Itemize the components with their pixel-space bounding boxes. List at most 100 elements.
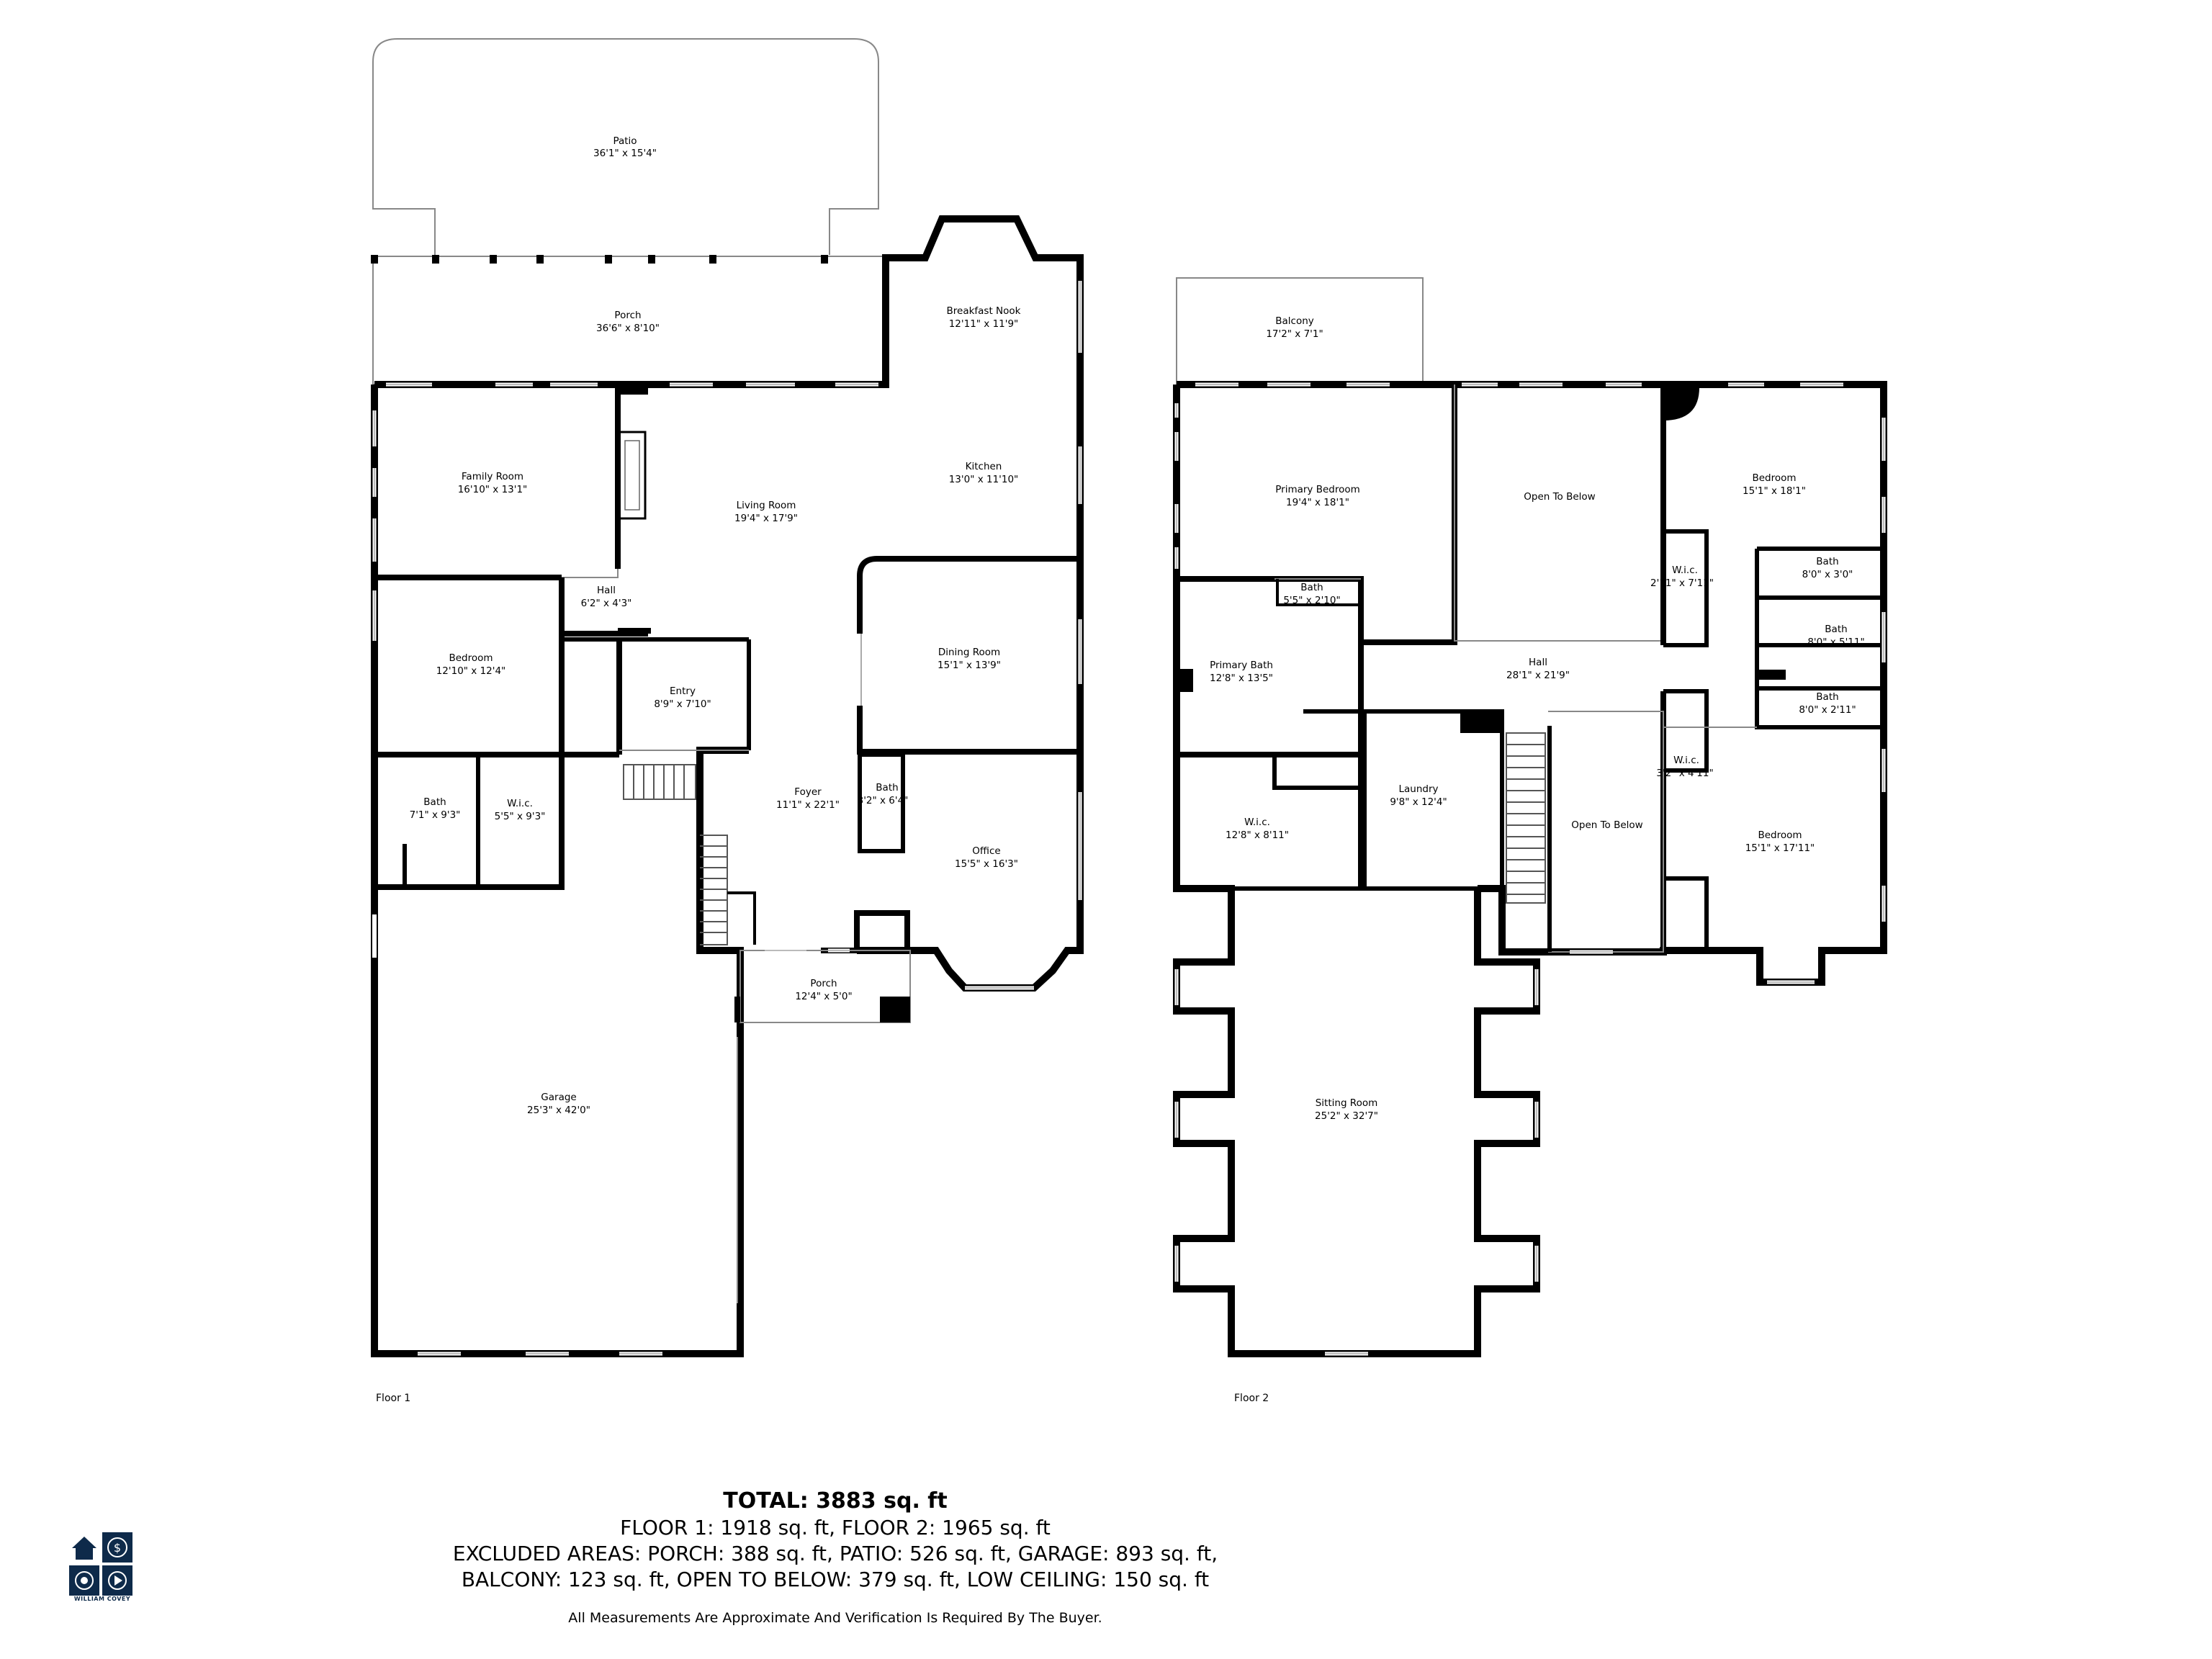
excluded-areas-2: BALCONY: 123 sq. ft, OPEN TO BELOW: 379 … [461,1568,1210,1591]
room-name: Laundry [1398,783,1438,795]
porch-posts [371,255,828,264]
floor2-plan [1173,277,1887,1357]
room-dim: 12'4" x 5'0" [795,991,852,1002]
room-name: Kitchen [966,461,1002,472]
total-area: TOTAL: 3883 sq. ft [723,1488,948,1514]
room-name: Open To Below [1524,491,1595,503]
room-dim: 12'8" x 13'5" [1210,673,1273,684]
room-dim: 3'2" x 6'4" [858,795,909,806]
wall-dining [857,556,1080,755]
house-icon [69,1532,99,1563]
play-icon [102,1565,132,1596]
floor2-label: Floor 2 [1234,1393,1269,1404]
wall-bedroom2 [1663,529,1709,647]
room-labels: Patio 36'1" x 15'4" Porch 36'6" x 8'10" … [376,135,1865,1404]
fireplace [618,431,647,520]
room-dim: 8'0" x 5'11" [1807,637,1864,648]
room-dim: 15'5" x 16'3" [955,858,1018,870]
room-dim: 5'5" x 2'10" [1283,595,1340,606]
room-dim: 36'1" x 15'4" [593,148,657,159]
room-name: W.i.c. [1244,817,1270,828]
room-name: Sitting Room [1316,1097,1378,1109]
room-dim: 15'1" x 17'11" [1745,842,1815,854]
stairs-floor1 [623,764,756,945]
room-name: Bedroom [449,652,493,664]
room-name: Bath [1816,691,1838,703]
room-name: Foyer [794,786,822,798]
room-name: Hall [1529,657,1547,668]
room-dim: 12'11" x 11'9" [949,318,1019,330]
room-dim: 17'2" x 7'1" [1266,328,1323,340]
floor1-exterior-top [374,215,1084,992]
disclaimer: All Measurements Are Approximate And Ver… [568,1610,1102,1626]
room-dim: 15'1" x 13'9" [938,660,1001,671]
area-summary: TOTAL: 3883 sq. ft FLOOR 1: 1918 sq. ft,… [0,1488,1671,1626]
room-name: Hall [597,585,616,596]
room-name: Open To Below [1571,819,1642,831]
room-name: Office [972,845,1000,857]
room-name: Primary Bedroom [1275,484,1360,495]
stairs-floor2 [1506,732,1546,904]
room-dim: 19'4" x 18'1" [1286,497,1349,508]
room-name: Bedroom [1758,830,1802,841]
room-name: Porch [810,978,837,989]
room-name: Living Room [737,500,796,511]
room-name: Bath [423,796,446,808]
floor2-left [1173,385,1540,1357]
logo-caption: WILLIAM COVEY [73,1596,131,1602]
wall-hall-top [562,569,619,578]
room-name: Bath [1300,582,1323,593]
room-dim: 6'2" x 4'3" [581,598,632,609]
room-dim: 25'3" x 42'0" [527,1105,590,1116]
svg-text:$: $ [114,1541,121,1555]
room-name: Bath [1825,624,1847,635]
room-dim: 8'9" x 7'10" [654,698,711,710]
room-name: Garage [541,1092,576,1103]
room-dim: 12'10" x 12'4" [436,665,506,677]
room-dim: 19'4" x 17'9" [734,513,798,524]
room-name: Bedroom [1752,472,1796,484]
target-icon [69,1565,99,1596]
front-porch-outline [739,950,911,1023]
room-name: Breakfast Nook [947,305,1021,317]
room-name: W.i.c. [1673,755,1699,766]
room-dim: 11'1" x 22'1" [776,799,840,811]
patio-outline [372,38,879,255]
room-name: Bath [1816,556,1838,567]
floor-areas: FLOOR 1: 1918 sq. ft, FLOOR 2: 1965 sq. … [620,1516,1051,1539]
floor2-windows [1174,382,1886,1356]
room-dim: 13'0" x 11'10" [949,474,1019,485]
room-dim: 5'5" x 9'3" [495,811,546,822]
room-name: Bath [876,782,898,793]
room-dim: 2'11" x 7'11" [1650,577,1714,589]
room-dim: 36'6" x 8'10" [596,323,660,334]
floor1-front [700,910,910,953]
room-name: Entry [670,685,696,697]
room-dim: 28'1" x 21'9" [1506,670,1570,681]
wall-primary-bedroom [1364,385,1457,645]
room-dim: 8'0" x 2'11" [1799,704,1856,716]
balcony-outline [1176,277,1424,385]
room-dim: 12'8" x 8'11" [1226,830,1289,841]
dollar-icon: $ [102,1532,132,1563]
company-logo: $ WILLIAM COVEY [69,1532,135,1604]
room-dim: 7'1" x 9'3" [410,809,461,821]
room-dim: 9'8" x 12'4" [1390,796,1447,808]
floor1-plan [371,38,1084,1357]
room-name: Porch [614,310,641,321]
room-dim: 25'2" x 32'7" [1315,1110,1378,1122]
room-name: Family Room [462,471,523,482]
room-name: Dining Room [938,647,1000,658]
bedroom2-corner [1663,387,1699,421]
room-name: W.i.c. [1672,565,1698,576]
excluded-areas-1: EXCLUDED AREAS: PORCH: 388 sq. ft, PATIO… [452,1542,1218,1565]
room-dim: 16'10" x 13'1" [458,484,528,495]
room-name: Balcony [1275,315,1314,327]
room-name: Patio [613,135,637,147]
room-dim: 15'1" x 18'1" [1743,485,1806,497]
room-dim: 8'0" x 3'0" [1802,569,1853,580]
room-dim: 3'2" x 4'11" [1656,768,1713,779]
room-name: W.i.c. [507,798,533,809]
floor1-label: Floor 1 [376,1393,410,1404]
